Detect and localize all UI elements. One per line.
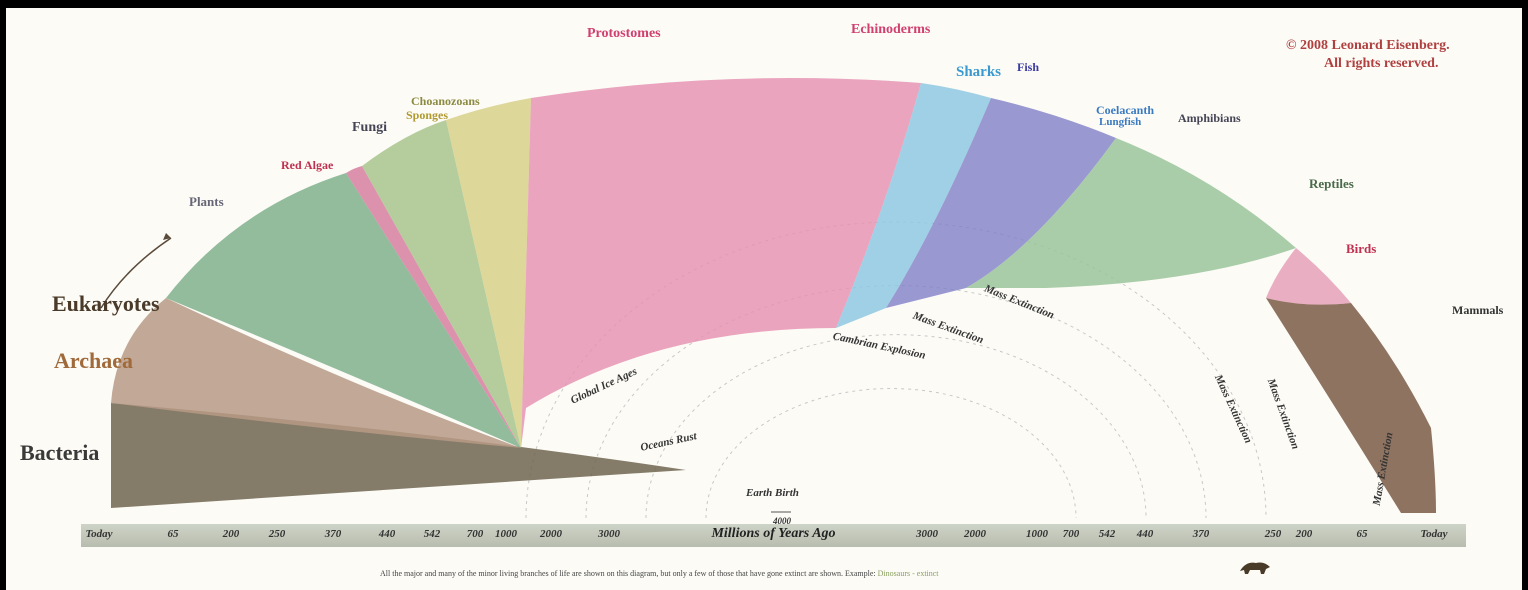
evolution-arc — [6, 8, 1522, 590]
copyright-line2: All rights reserved. — [1324, 56, 1438, 72]
group-mammals: Mammals — [1452, 303, 1503, 318]
footnote: All the major and many of the minor livi… — [380, 569, 939, 578]
footnote-example: Dinosaurs - extinct — [878, 569, 939, 578]
birds-wedge — [1266, 248, 1351, 305]
group-fish: Fish — [1017, 60, 1039, 75]
tree-of-life-diagram: © 2008 Leonard Eisenberg. All rights res… — [6, 8, 1522, 590]
group-sharks: Sharks — [956, 64, 1001, 81]
domain-bacteria: Bacteria — [20, 440, 99, 466]
event-earth-birth: Earth Birth — [746, 487, 799, 499]
group-protostomes: Protostomes — [587, 26, 661, 42]
mammals-wedge — [1266, 298, 1436, 513]
group-fungi: Fungi — [352, 120, 387, 136]
group-lungfish: Lungfish — [1099, 116, 1141, 128]
axis-title: Millions of Years Ago — [81, 526, 1466, 542]
copyright-line1: © 2008 Leonard Eisenberg. — [1286, 38, 1450, 54]
group-sponges: Sponges — [406, 108, 448, 123]
group-amphibians: Amphibians — [1178, 111, 1241, 126]
domain-archaea: Archaea — [54, 348, 133, 374]
footnote-text: All the major and many of the minor livi… — [380, 569, 878, 578]
center-tick: 4000 — [773, 516, 791, 526]
domain-eukaryotes: Eukaryotes — [52, 291, 160, 317]
group-echinoderms: Echinoderms — [851, 22, 930, 38]
dinosaur-icon — [1238, 557, 1272, 575]
group-reptiles: Reptiles — [1309, 176, 1354, 192]
group-plants: Plants — [189, 194, 224, 210]
group-birds: Birds — [1346, 241, 1376, 257]
group-red-algae: Red Algae — [281, 158, 333, 173]
time-axis: Today65200250370440542700100020003000 30… — [81, 524, 1466, 547]
group-choanozoans: Choanozoans — [411, 94, 480, 109]
time-ring — [646, 335, 1146, 518]
